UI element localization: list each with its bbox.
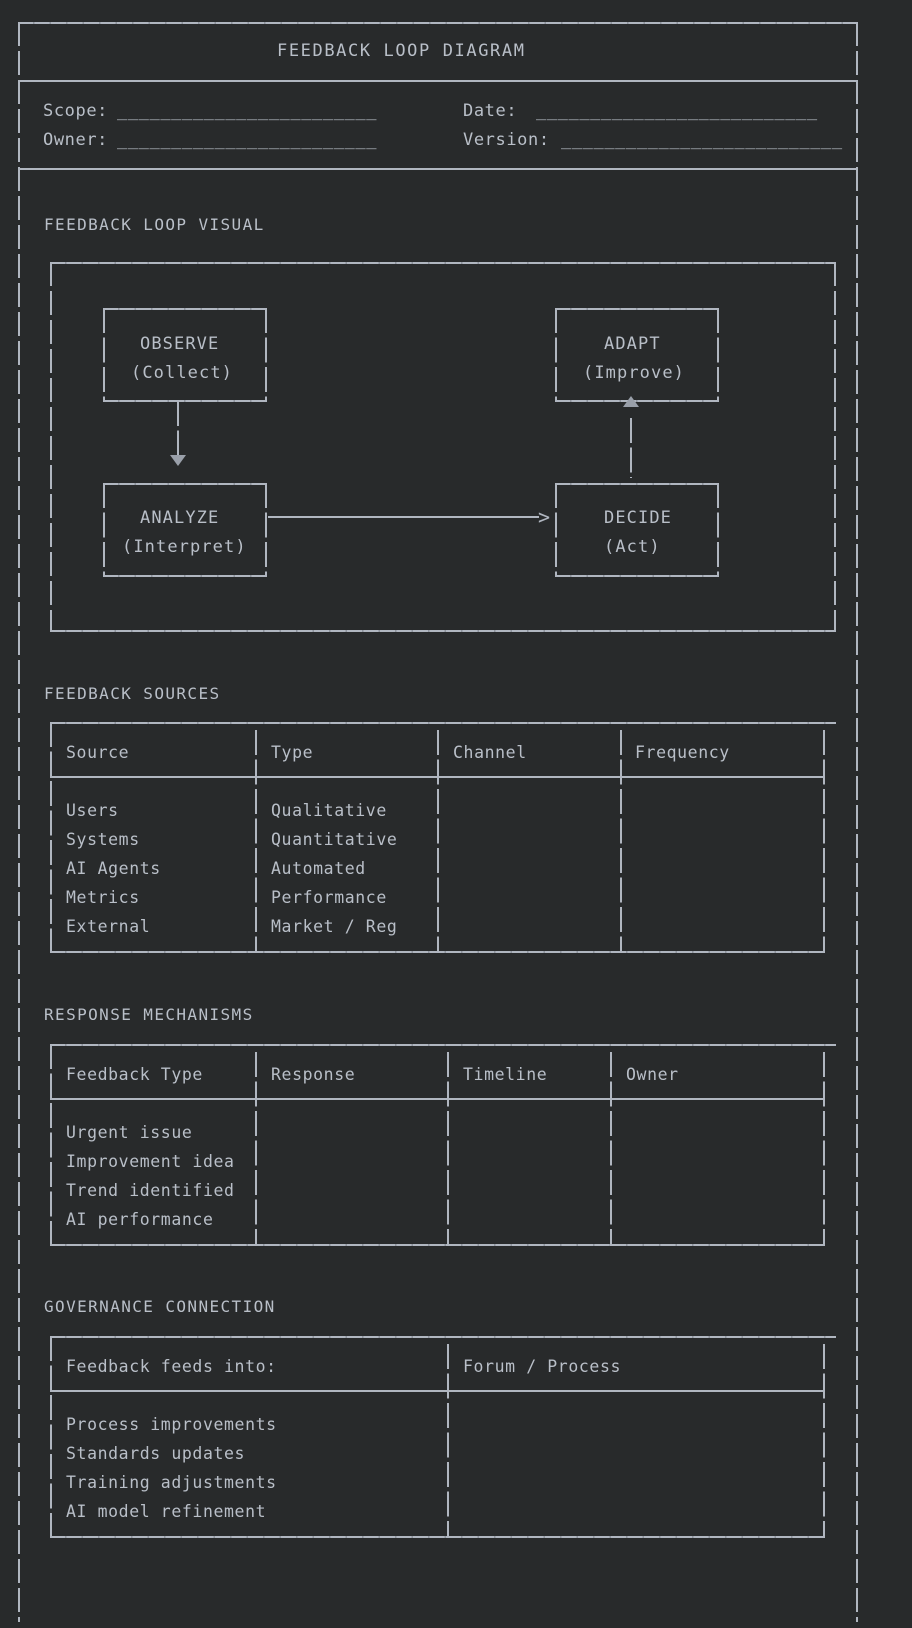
response-table-col-divider-1 [255, 1052, 257, 1246]
governance-table-right-border [823, 1344, 825, 1538]
scope-label: Scope: [43, 101, 109, 121]
sources-row-3-type: Performance [271, 888, 387, 907]
loop-container-left [50, 262, 52, 632]
owner-label: Owner: [43, 130, 109, 150]
sources-table-col-divider-3 [620, 730, 622, 953]
sources-header-type: Type [271, 743, 314, 762]
response-table-bottom-border [50, 1244, 825, 1246]
governance-table-left-border [50, 1336, 52, 1538]
loop-container-right [834, 262, 836, 632]
decide-box-right [717, 483, 719, 577]
header-title-divider [18, 80, 858, 82]
response-table-left-border [50, 1044, 52, 1246]
response-table-right-border [823, 1052, 825, 1246]
adapt-box-left [555, 308, 557, 402]
arrow-analyze-to-decide-shaft [268, 516, 539, 518]
sources-row-3-source: Metrics [66, 888, 140, 907]
response-row-1-feedback-type: Improvement idea [66, 1152, 235, 1171]
sources-header-frequency: Frequency [635, 743, 730, 762]
node-analyze-title: ANALYZE [140, 508, 220, 528]
sources-table-top-border [50, 722, 836, 724]
node-observe-subtitle: (Collect) [131, 363, 234, 383]
header-meta-divider [18, 168, 858, 170]
governance-header-feeds-into: Feedback feeds into: [66, 1357, 277, 1376]
response-table-col-divider-2 [447, 1052, 449, 1246]
observe-box-right [265, 308, 267, 402]
sources-table-col-divider-1 [255, 730, 257, 953]
section-heading-visual: FEEDBACK LOOP VISUAL [44, 215, 265, 234]
arrow-analyze-to-decide-head: > [538, 505, 551, 529]
response-table-header-rule [50, 1098, 825, 1100]
decide-box-left [555, 483, 557, 577]
adapt-box-right [717, 308, 719, 402]
response-header-owner: Owner [626, 1065, 679, 1084]
arrow-decide-to-adapt-shaft [630, 418, 632, 478]
section-heading-response: RESPONSE MECHANISMS [44, 1005, 254, 1024]
section-heading-sources: FEEDBACK SOURCES [44, 684, 221, 703]
response-row-0-feedback-type: Urgent issue [66, 1123, 193, 1142]
arrow-observe-to-analyze-head [170, 455, 186, 466]
governance-table-col-divider-1 [447, 1344, 449, 1538]
governance-table-bottom-border [50, 1536, 825, 1538]
response-header-timeline: Timeline [463, 1065, 548, 1084]
response-row-3-feedback-type: AI performance [66, 1210, 214, 1229]
version-blank[interactable]: __________________________ [561, 130, 843, 150]
sources-row-0-source: Users [66, 801, 119, 820]
node-decide-title: DECIDE [604, 508, 673, 528]
header-box-top-border [18, 22, 858, 24]
sources-row-1-type: Quantitative [271, 830, 398, 849]
owner-blank[interactable]: ________________________ [117, 130, 378, 150]
adapt-box-top [555, 308, 719, 310]
sources-header-channel: Channel [453, 743, 527, 762]
sources-table-right-border [823, 730, 825, 953]
observe-box-bottom [103, 400, 267, 402]
analyze-box-left [103, 483, 105, 577]
arrow-observe-to-analyze-shaft [177, 401, 179, 459]
governance-row-0-feeds-into: Process improvements [66, 1415, 277, 1434]
node-adapt-title: ADAPT [604, 334, 661, 354]
observe-box-left [103, 308, 105, 402]
response-table-top-border [50, 1044, 836, 1046]
loop-container-top [50, 262, 836, 264]
observe-box-top [103, 308, 267, 310]
page-title: FEEDBACK LOOP DIAGRAM [277, 41, 526, 61]
sources-row-2-type: Automated [271, 859, 366, 878]
outer-frame-right-rail [856, 22, 858, 1622]
response-table-col-divider-3 [610, 1052, 612, 1246]
sources-table-col-divider-2 [437, 730, 439, 953]
governance-row-2-feeds-into: Training adjustments [66, 1473, 277, 1492]
node-adapt-subtitle: (Improve) [583, 363, 686, 383]
governance-row-3-feeds-into: AI model refinement [66, 1502, 267, 1521]
arrow-decide-to-adapt-head [623, 396, 639, 407]
analyze-box-top [103, 483, 267, 485]
sources-header-source: Source [66, 743, 130, 762]
sources-row-4-type: Market / Reg [271, 917, 398, 936]
node-analyze-subtitle: (Interpret) [122, 537, 247, 557]
sources-row-4-source: External [66, 917, 151, 936]
date-blank[interactable]: __________________________ [536, 101, 818, 121]
loop-container-bottom [50, 630, 836, 632]
sources-row-1-source: Systems [66, 830, 140, 849]
sources-table-left-border [50, 722, 52, 953]
section-heading-governance: GOVERNANCE CONNECTION [44, 1297, 276, 1316]
sources-row-2-source: AI Agents [66, 859, 161, 878]
analyze-box-right [265, 483, 267, 577]
outer-frame-left-rail [18, 22, 20, 1622]
governance-row-1-feeds-into: Standards updates [66, 1444, 246, 1463]
node-observe-title: OBSERVE [140, 334, 220, 354]
governance-table-top-border [50, 1336, 836, 1338]
response-header-feedback-type: Feedback Type [66, 1065, 203, 1084]
response-row-2-feedback-type: Trend identified [66, 1181, 235, 1200]
governance-table-header-rule [50, 1390, 825, 1392]
node-decide-subtitle: (Act) [604, 537, 661, 557]
response-header-response: Response [271, 1065, 356, 1084]
decide-box-top [555, 483, 719, 485]
date-label: Date: [463, 101, 518, 121]
governance-header-forum: Forum / Process [463, 1357, 622, 1376]
sources-row-0-type: Qualitative [271, 801, 387, 820]
analyze-box-bottom [103, 575, 267, 577]
scope-blank[interactable]: ________________________ [117, 101, 378, 121]
version-label: Version: [463, 130, 550, 150]
decide-box-bottom [555, 575, 719, 577]
